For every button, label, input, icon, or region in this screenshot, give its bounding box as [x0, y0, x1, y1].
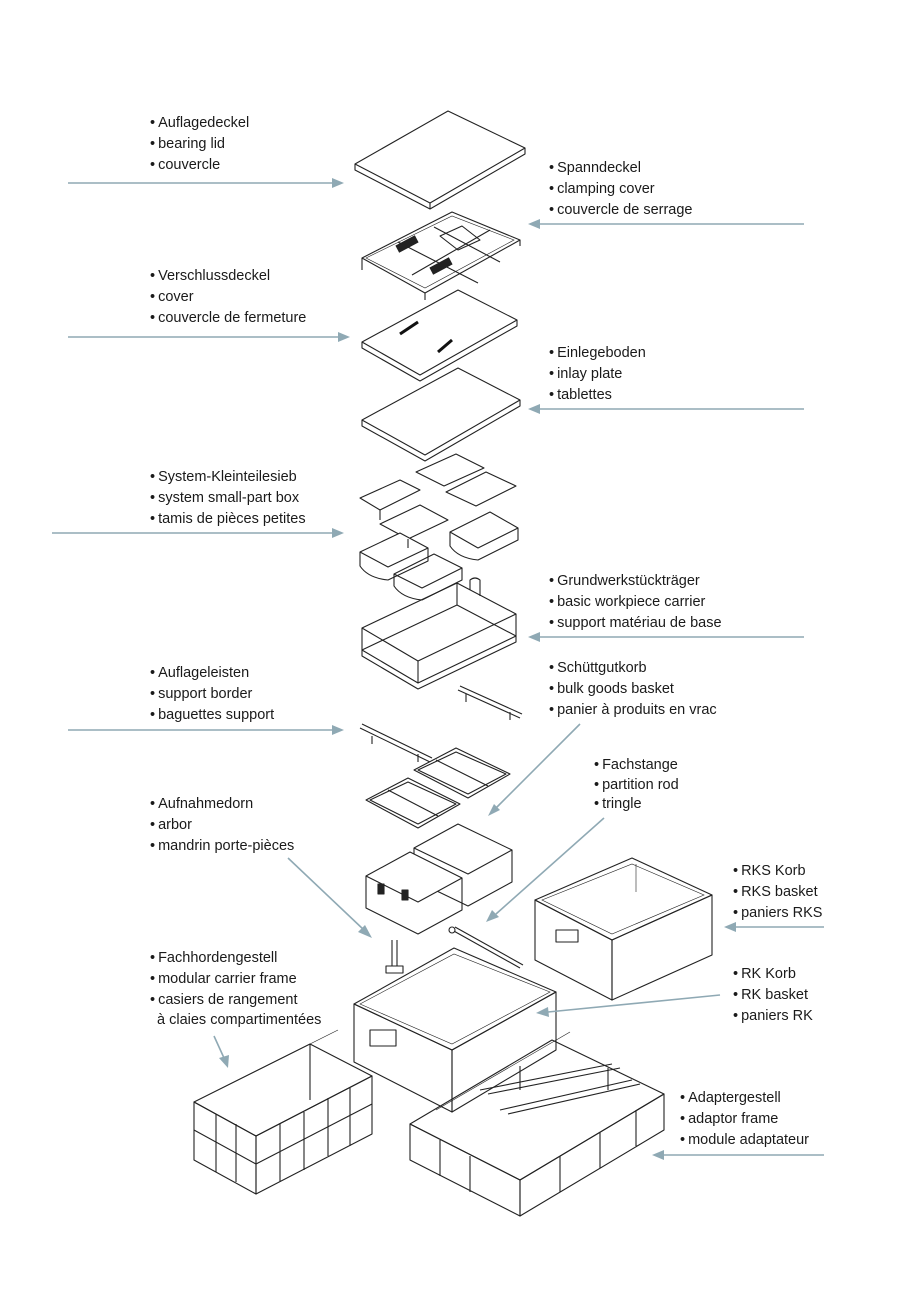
arrow-rk-basket [536, 994, 721, 1017]
small-part-box-part [359, 453, 519, 601]
adaptor-frame-part [409, 1031, 665, 1217]
label-modular-carrier-frame: Fachhordengestell modular carrier frame … [150, 948, 321, 1031]
label-arbor: Aufnahmedorn arbor mandrin porte-pièces [150, 794, 294, 856]
arrow-support-border [68, 725, 344, 735]
label-basic-workpiece-carrier: Grundwerkstückträger basic workpiece car… [549, 571, 721, 633]
label-inlay-plate: Einlegeboden inlay plate tablettes [549, 343, 646, 405]
arrow-basic-workpiece-carrier [528, 632, 804, 642]
pointer-arrows [52, 178, 824, 1160]
label-cover: Verschlussdeckel cover couvercle de ferm… [150, 266, 306, 328]
label-bearing-lid: Auflagedeckel bearing lid couvercle [150, 113, 249, 175]
modular-carrier-frame-part [193, 1029, 373, 1195]
rks-basket-part [534, 857, 713, 1001]
label-small-part-box: System-Kleinteilesieb system small-part … [150, 467, 306, 529]
arrow-arbor [287, 857, 372, 938]
rk-basket-part [353, 947, 557, 1113]
basic-workpiece-carrier-part [361, 577, 517, 690]
arrow-rks-basket [724, 922, 824, 932]
arrow-partition-rod [486, 817, 605, 922]
arrow-adaptor-frame [652, 1150, 824, 1160]
label-partition-rod: Fachstange partition rod tringle [594, 756, 679, 815]
clamping-cover-part [361, 211, 521, 300]
label-bulk-goods-basket: Schüttgutkorb bulk goods basket panier à… [549, 658, 717, 720]
arrow-cover [68, 332, 350, 342]
bulk-goods-basket-part [365, 747, 513, 935]
arrow-bulk-goods-basket [488, 723, 581, 816]
arrow-small-part-box [52, 528, 344, 538]
arrow-bearing-lid [68, 178, 344, 188]
label-adaptor-frame: Adaptergestell adaptor frame module adap… [680, 1088, 809, 1150]
label-clamping-cover: Spanndeckel clamping cover couvercle de … [549, 158, 692, 220]
partition-rod-part [448, 926, 524, 969]
label-rk-basket: RK Korb RK basket paniers RK [733, 964, 813, 1026]
label-rks-basket: RKS Korb RKS basket paniers RKS [733, 861, 822, 923]
arrow-modular-carrier-frame [213, 1035, 229, 1068]
bearing-lid-part [354, 110, 526, 210]
arbor-part [385, 940, 404, 974]
arrow-clamping-cover [528, 219, 804, 229]
label-support-border: Auflageleisten support border baguettes … [150, 663, 274, 725]
cover-part [361, 289, 518, 382]
arrow-inlay-plate [528, 404, 804, 414]
support-border-part [359, 685, 523, 763]
inlay-plate-part [361, 367, 521, 462]
